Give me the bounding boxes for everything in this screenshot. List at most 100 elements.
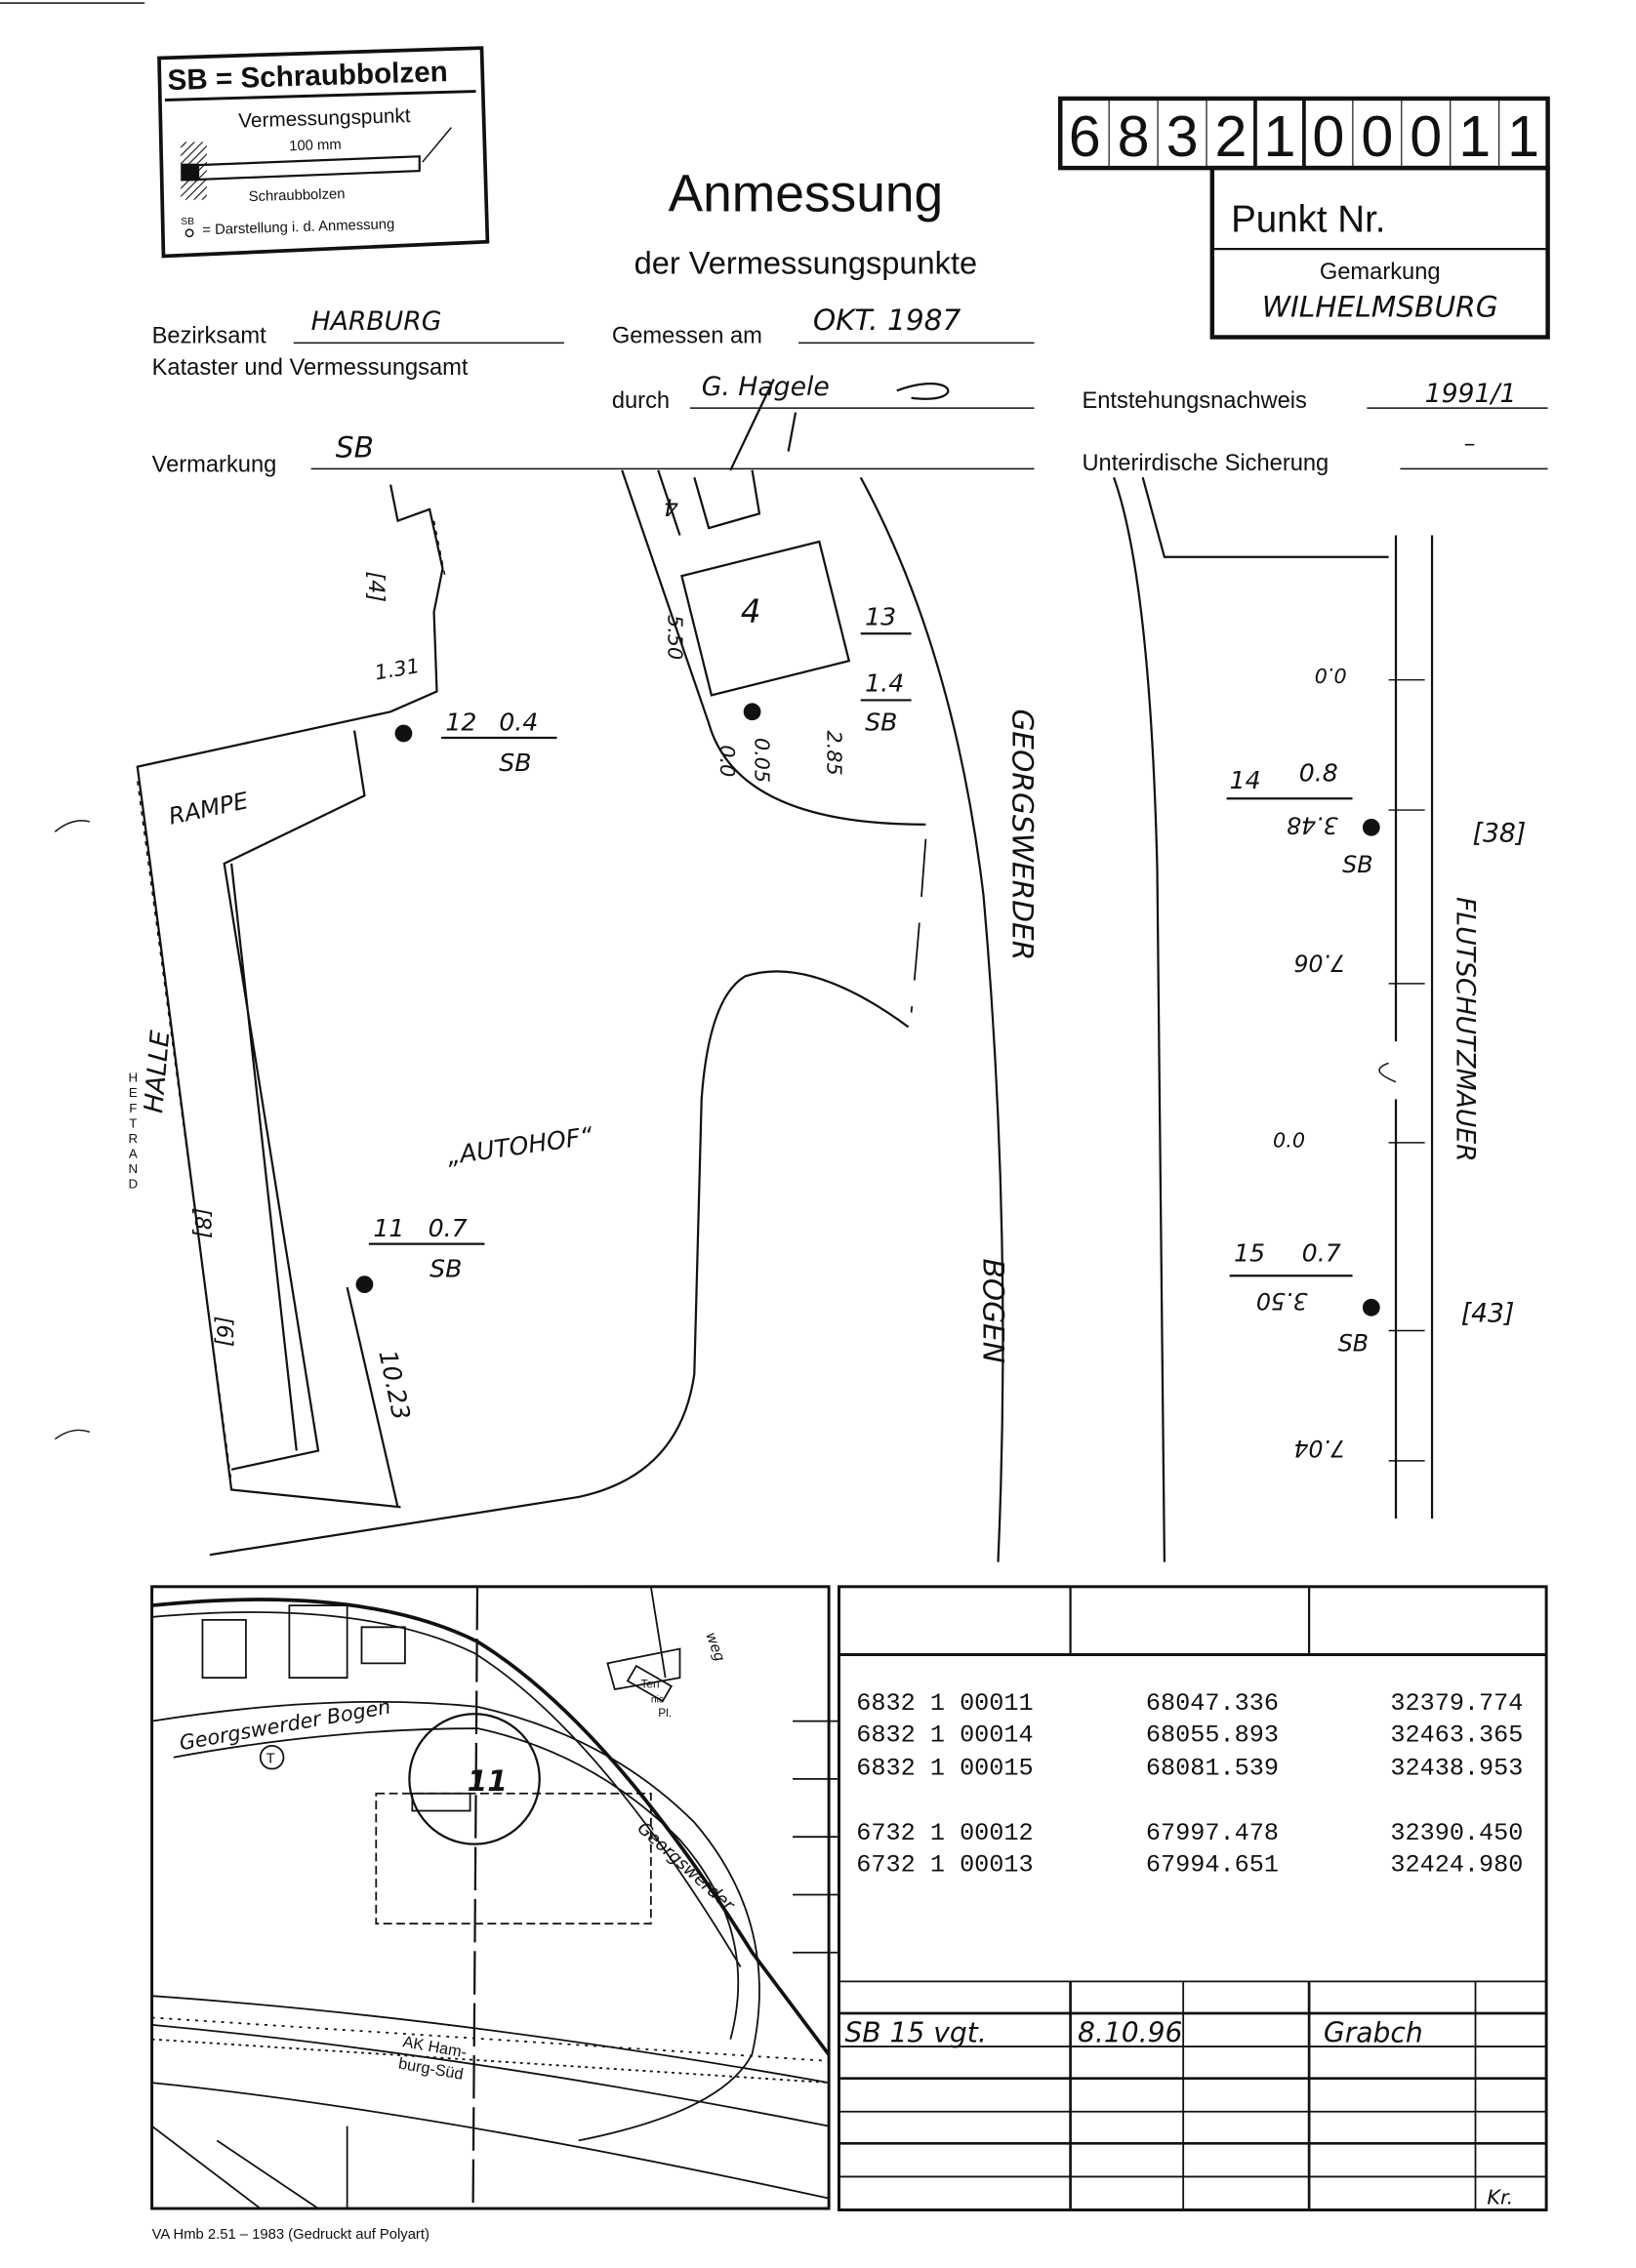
map-street-weg: weg xyxy=(702,1630,727,1664)
row-y-coordinate: 32463.365 xyxy=(1390,1721,1523,1749)
heftrand-letter: F xyxy=(129,1101,137,1115)
page-title: Anmessung xyxy=(669,166,944,223)
legend-symbol: SB xyxy=(181,217,194,227)
legend-box: SB = Schraubbolzen Vermessungspunkt 100 … xyxy=(157,46,490,259)
point-digit: 2 xyxy=(1215,103,1247,169)
point-digit: 8 xyxy=(1118,103,1150,169)
point-15-distance: 3.50 xyxy=(1256,1287,1308,1315)
form-footer: VA Hmb 2.51 – 1983 (Gedruckt auf Polyart… xyxy=(152,2227,429,2243)
heftrand-letter: T xyxy=(129,1115,137,1130)
point-14-distance: 3.48 xyxy=(1287,811,1338,838)
street-label-b: BOGEN xyxy=(977,1258,1011,1362)
sicherung-label: Unterirdische Sicherung xyxy=(1082,451,1329,476)
punkt-nr-label: Punkt Nr. xyxy=(1231,198,1385,240)
house-number-6: [6] xyxy=(211,1316,236,1347)
sicherung-value: – xyxy=(1464,430,1476,458)
point-digit: 1 xyxy=(1507,103,1539,169)
point-digit: 1 xyxy=(1458,103,1491,169)
kiosk-building xyxy=(680,540,851,697)
gemarkung-value: WILHELMSBURG xyxy=(1262,290,1498,324)
legend-subtitle: Vermessungspunkt xyxy=(238,104,411,133)
entstehung-value: 1991/1 xyxy=(1425,379,1517,409)
bolt-diagram-icon xyxy=(181,127,452,200)
history-initials: Kr. xyxy=(1487,2186,1513,2209)
map-tennis-2: nis xyxy=(651,1694,664,1705)
coordinate-row: 6732 1 00013 67994.651 32424.980 xyxy=(856,1851,1523,1880)
road-edge-right xyxy=(859,476,1004,1562)
sb-symbol-icon xyxy=(184,228,194,238)
point-13-height: 1.4 xyxy=(865,669,904,698)
row-x-coordinate: 68055.893 xyxy=(1146,1721,1279,1749)
heftrand-letter: N xyxy=(129,1161,139,1176)
legend-title: SB = Schraubbolzen xyxy=(167,56,448,97)
measure-0-0-a: 0.0 xyxy=(1315,664,1347,687)
heftrand-letter: E xyxy=(129,1085,138,1100)
point-14-nr: 14 xyxy=(1230,766,1261,794)
island-outline xyxy=(621,469,926,826)
survey-point-14-icon xyxy=(1362,818,1380,836)
map-excerpt: Georgswerder Bogen Georgswerder weg AK H… xyxy=(150,1585,831,2243)
row-x-coordinate: 68081.539 xyxy=(1146,1754,1279,1782)
survey-point-15-icon xyxy=(1362,1298,1380,1316)
row-point-number: 6832 1 00011 xyxy=(856,1689,1033,1718)
point-15-height: 0.7 xyxy=(1302,1238,1341,1267)
point-digit: 1 xyxy=(1263,103,1295,169)
house-number-4: [4] xyxy=(363,572,389,602)
map-street-georgswerder: Georgswerder xyxy=(634,1818,740,1917)
durch-label: durch xyxy=(612,388,670,414)
point-11-type: SB xyxy=(429,1255,462,1283)
wall-label: FLUTSCHUTZMAUER xyxy=(1450,897,1480,1162)
point-12-type: SB xyxy=(499,749,531,777)
point-14-type: SB xyxy=(1342,851,1372,878)
history-entry-text: SB 15 vgt. xyxy=(844,2017,986,2049)
vermarkung-value: SB xyxy=(336,429,374,464)
survey-point-12-icon xyxy=(394,724,413,743)
gemessen-label: Gemessen am xyxy=(612,323,762,348)
house-number-8: [8] xyxy=(189,1208,215,1238)
map-tennis-3: Pl. xyxy=(658,1706,672,1720)
measure-5-50: 5.50 xyxy=(664,615,687,660)
page-subtitle: der Vermessungspunkte xyxy=(634,244,978,280)
measure-7-06: 7.06 xyxy=(1293,949,1345,976)
row-y-coordinate: 32424.980 xyxy=(1390,1851,1523,1880)
history-entry-date: 8.10.96 xyxy=(1078,2017,1182,2049)
point-13-type: SB xyxy=(865,709,897,737)
point-digit: 0 xyxy=(1361,103,1393,169)
gemarkung-label: Gemarkung xyxy=(1320,260,1441,285)
point-15-nr: 15 xyxy=(1234,1238,1265,1267)
point-15-type: SB xyxy=(1338,1329,1369,1357)
legend-dimension: 100 mm xyxy=(289,138,342,155)
history-entry-name: Grabch xyxy=(1324,2017,1423,2049)
row-x-coordinate: 67994.651 xyxy=(1146,1851,1279,1880)
halle-label: HALLE xyxy=(139,1030,176,1114)
point-digit: 0 xyxy=(1312,103,1344,169)
bezirksamt-value: HARBURG xyxy=(311,306,442,337)
legend-symbol-text: = Darstellung i. d. Anmessung xyxy=(202,217,394,238)
rampe-label: RAMPE xyxy=(166,787,250,830)
row-point-number: 6732 1 00013 xyxy=(856,1851,1033,1880)
row-x-coordinate: 68047.336 xyxy=(1146,1689,1279,1718)
row-x-coordinate: 67997.478 xyxy=(1146,1819,1279,1847)
vermarkung-label: Vermarkung xyxy=(152,452,277,477)
point-13-nr: 13 xyxy=(865,602,896,630)
house-number-38: [38] xyxy=(1473,819,1527,849)
survey-point-11-icon xyxy=(355,1276,374,1294)
point-11-nr: 11 xyxy=(373,1214,404,1242)
map-street-georgswerder-bogen: Georgswerder Bogen xyxy=(178,1694,392,1755)
autohof-label: „AUTOHOF“ xyxy=(445,1121,595,1170)
flood-wall xyxy=(1141,476,1434,1519)
map-point-mark: 11 xyxy=(468,1763,508,1798)
measure-10-23: 10.23 xyxy=(373,1348,415,1423)
entstehung-label: Entstehungsnachweis xyxy=(1082,388,1306,414)
point-digit: 3 xyxy=(1166,103,1199,169)
measure-7-04: 7.04 xyxy=(1293,1435,1345,1462)
legend-bolt-label: Schraubbolzen xyxy=(249,186,346,205)
